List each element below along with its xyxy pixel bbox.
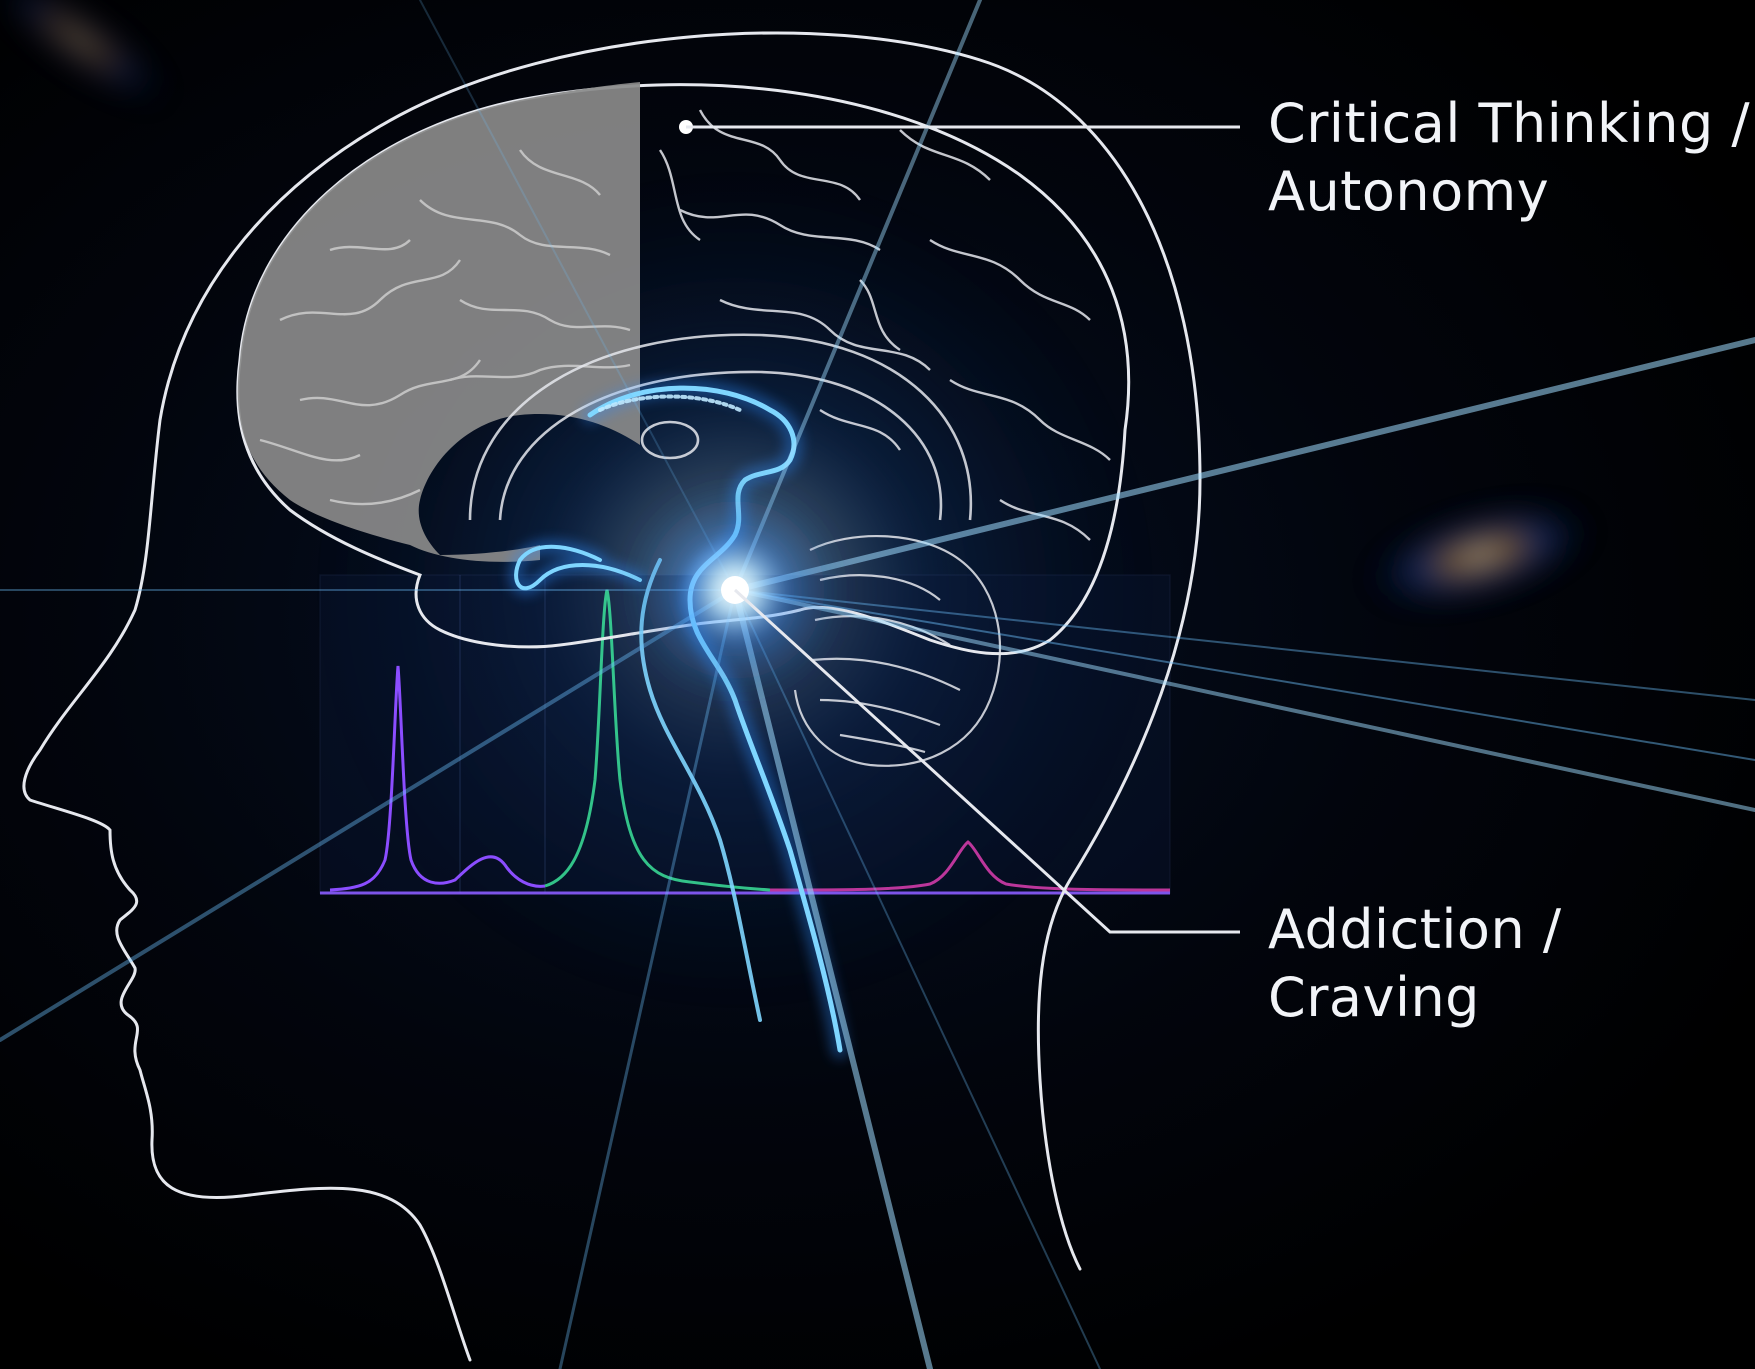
- label-critical-line2: Autonomy: [1268, 158, 1750, 226]
- callout-critical-thinking: [679, 120, 1240, 134]
- label-critical-line1: Critical Thinking /: [1268, 90, 1750, 158]
- label-addiction: Addiction / Craving: [1268, 896, 1562, 1032]
- label-critical-thinking: Critical Thinking / Autonomy: [1268, 90, 1750, 226]
- label-addiction-line1: Addiction /: [1268, 896, 1562, 964]
- label-addiction-line2: Craving: [1268, 964, 1562, 1032]
